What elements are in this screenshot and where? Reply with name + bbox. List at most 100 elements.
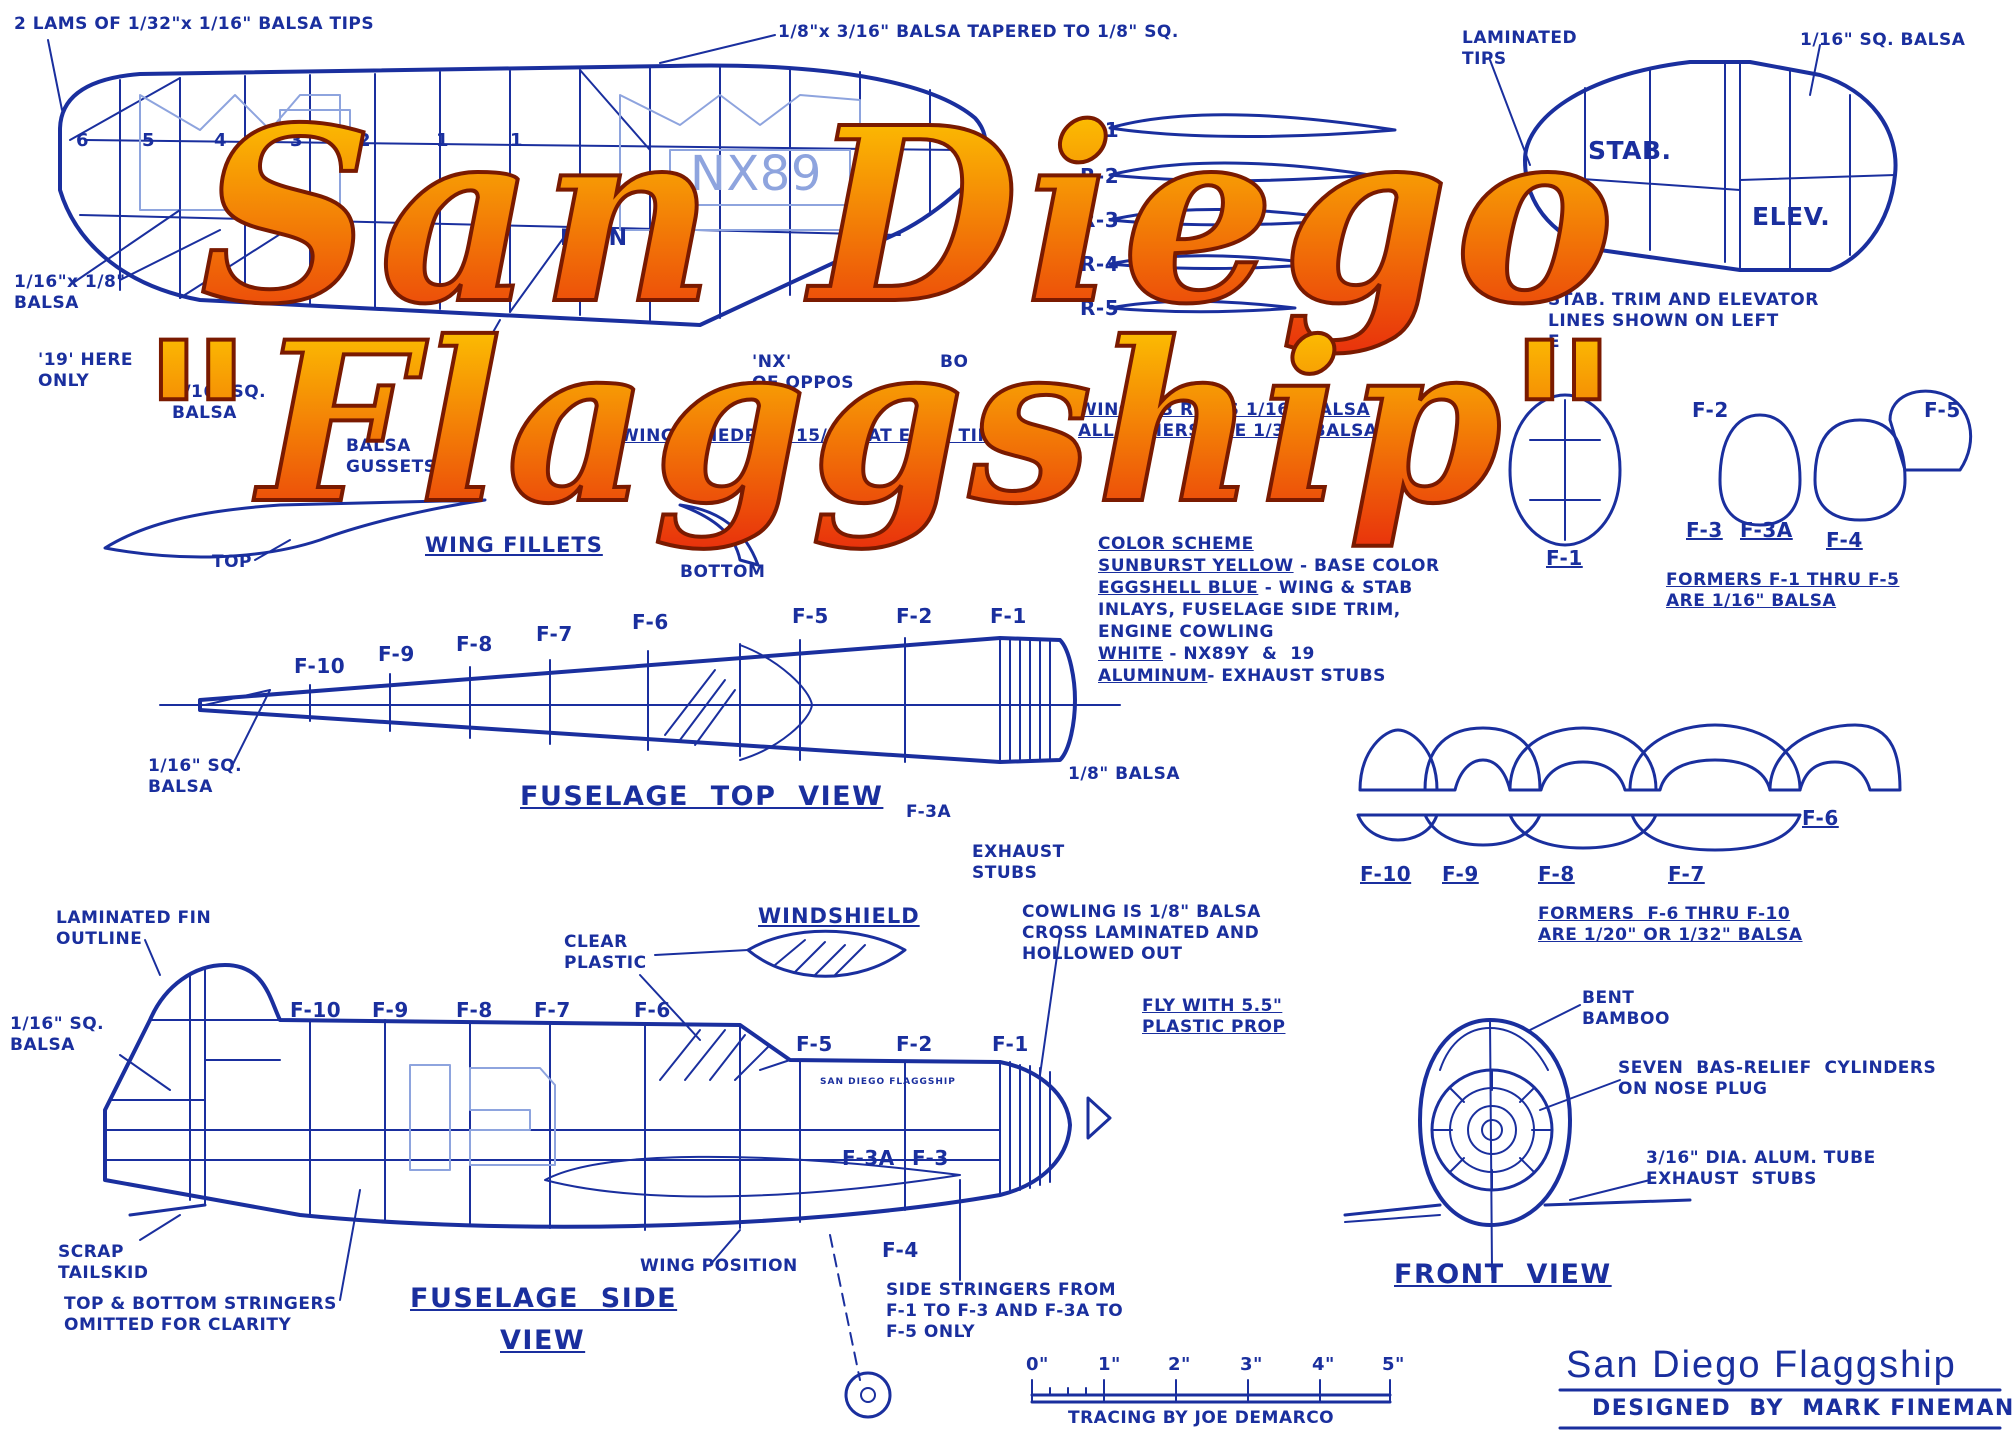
- wing-ribs: [1108, 113, 1397, 314]
- fuselage-top-view: [159, 636, 1121, 771]
- former-label: F-3A: [1740, 518, 1793, 542]
- nameplate: SAN DIEGO FLAGGSHIP: [820, 1077, 956, 1087]
- wing-gussets: BALSA GUSSETS: [346, 436, 437, 477]
- color-scheme-title: COLOR SCHEME: [1098, 534, 1254, 554]
- top-former-label: F-6: [632, 610, 669, 634]
- scale-tick: 3": [1240, 1354, 1263, 1375]
- top-exhaust-note: EXHAUST STUBS: [972, 842, 1065, 883]
- rib-number: 3: [290, 130, 304, 151]
- wing-plan: [58, 63, 988, 327]
- side-fin-note: LAMINATED FIN OUTLINE: [56, 908, 212, 949]
- color-line-3: INLAYS, FUSELAGE SIDE TRIM,: [1098, 600, 1401, 620]
- top-sq-balsa: 1/16" SQ. BALSA: [148, 756, 243, 797]
- formers-front: [1508, 389, 1973, 547]
- rear-former-label: F-8: [1538, 862, 1575, 886]
- side-number: 19: [400, 1060, 404, 1081]
- stab-sq-balsa: 1/16" SQ. BALSA: [1800, 30, 1966, 50]
- wing-position-note: WING POSITION: [640, 1256, 798, 1276]
- rib-number: 2: [358, 130, 372, 151]
- front-view: [1343, 1004, 1692, 1271]
- rib-number: 5: [142, 130, 156, 151]
- side-view-title-2: VIEW: [500, 1325, 586, 1356]
- scale-tick: 2": [1168, 1354, 1191, 1375]
- former-label: F-3: [1686, 518, 1723, 542]
- fuselage-side-view: [103, 934, 1112, 1419]
- top-balsa-note: 1/8" BALSA: [1068, 764, 1180, 784]
- cylinders-note: SEVEN BAS-RELIEF CYLINDERS ON NOSE PLUG: [1618, 1058, 1937, 1099]
- side-former-label: F-8: [456, 998, 493, 1022]
- wing-plan-label: PLAN: [560, 226, 628, 251]
- rib-number: 4: [214, 130, 228, 151]
- rib-label: R-1: [1080, 118, 1120, 142]
- side-former-label: F-7: [534, 998, 571, 1022]
- rib-number: 6: [76, 130, 90, 151]
- cowling-note: COWLING IS 1/8" BALSA CROSS LAMINATED AN…: [1022, 902, 1261, 964]
- fillet-top-label: TOP: [212, 552, 253, 572]
- bo-note: BO: [940, 352, 969, 372]
- rear-former-label: F-10: [1360, 862, 1412, 886]
- top-former-label: F-8: [456, 632, 493, 656]
- top-f3a: F-3A: [906, 802, 952, 822]
- scale-tick: 0": [1026, 1354, 1049, 1375]
- top-former-label: F-9: [378, 642, 415, 666]
- top-former-label: F-2: [896, 604, 933, 628]
- elev-label: ELEV.: [1752, 202, 1831, 231]
- fillet-bottom-label: BOTTOM: [680, 562, 766, 582]
- windshield: [654, 929, 907, 978]
- former-label: F-5: [1924, 398, 1961, 422]
- side-sq-balsa: 1/16" SQ. BALSA: [10, 1014, 105, 1055]
- wing-fillets: [103, 498, 760, 567]
- wing-registration: NX89: [690, 146, 822, 202]
- side-f3a: F-3A: [842, 1146, 895, 1170]
- nineteen-note: '19' HERE ONLY: [38, 350, 134, 391]
- former-label: F-2: [1692, 398, 1729, 422]
- top-former-label: F-1: [990, 604, 1027, 628]
- tube-note: 3/16" DIA. ALUM. TUBE EXHAUST STUBS: [1646, 1148, 1876, 1189]
- rib-label: R-5: [1080, 296, 1120, 320]
- former-label: F-1: [1546, 546, 1583, 570]
- side-f4: F-4: [882, 1238, 919, 1262]
- formers-front-note: FORMERS F-1 THRU F-5 ARE 1/16" BALSA: [1666, 570, 1900, 611]
- top-former-label: F-5: [792, 604, 829, 628]
- rear-former-label: F-6: [1802, 806, 1839, 830]
- windshield-title: WINDSHIELD: [758, 904, 920, 928]
- bamboo-note: BENT BAMBOO: [1582, 988, 1670, 1029]
- stab-laminated-tips: LAMINATED TIPS: [1462, 28, 1578, 69]
- top-former-label: F-7: [536, 622, 573, 646]
- rear-former-label: F-9: [1442, 862, 1479, 886]
- wing-le-note: 1/8"x 3/16" BALSA TAPERED TO 1/8" SQ.: [778, 22, 1179, 42]
- top-view-title: FUSELAGE TOP VIEW: [520, 781, 884, 812]
- wing-dihedral-note: WING DIHEDRAL 15/16" AT EACH TIP: [620, 426, 991, 446]
- top-former-label: F-10: [294, 654, 346, 678]
- side-former-label: F-5: [796, 1032, 833, 1056]
- stab-e: E: [1548, 332, 1561, 352]
- color-line-5: WHITE - NX89Y & 19: [1098, 644, 1315, 664]
- side-view-title-1: FUSELAGE SIDE: [410, 1283, 678, 1314]
- wing-balsa-note: 1/16"x 1/8" BALSA: [14, 272, 126, 313]
- rib-number: 1: [436, 130, 450, 151]
- rib-label: R-3: [1080, 208, 1120, 232]
- front-view-title: FRONT VIEW: [1394, 1259, 1612, 1290]
- stab-label: STAB.: [1588, 136, 1672, 165]
- formers-rear-note: FORMERS F-6 THRU F-10 ARE 1/20" OR 1/32"…: [1538, 904, 1803, 945]
- nx-note: 'NX' OF OPPOS: [752, 352, 855, 393]
- scale-bar: [1030, 1379, 1392, 1404]
- fly-note: FLY WITH 5.5" PLASTIC PROP: [1142, 996, 1286, 1037]
- scale-tick: 4": [1312, 1354, 1335, 1375]
- rib-number: 1: [510, 130, 524, 151]
- scale-tick: 1": [1098, 1354, 1121, 1375]
- title-block-name: San Diego Flaggship: [1566, 1344, 1957, 1386]
- color-line-1: SUNBURST YELLOW - BASE COLOR: [1098, 556, 1440, 576]
- side-f3: F-3: [912, 1146, 949, 1170]
- fillets-title: WING FILLETS: [425, 533, 603, 557]
- side-former-label: F-1: [992, 1032, 1029, 1056]
- rib-note: WING RIB R-1 IS 1/16" BALSA ALL OTHERS A…: [1078, 400, 1378, 441]
- tracing-credit: TRACING BY JOE DEMARCO: [1068, 1408, 1335, 1428]
- color-line-4: ENGINE COWLING: [1098, 622, 1274, 642]
- stab-trim-note: STAB. TRIM AND ELEVATOR LINES SHOWN ON L…: [1548, 290, 1819, 331]
- side-former-label: F-9: [372, 998, 409, 1022]
- side-clear-plastic: CLEAR PLASTIC: [564, 932, 647, 973]
- wing-sq-balsa: 1/16" SQ. BALSA: [172, 382, 267, 423]
- tailskid-note: SCRAP TAILSKID: [58, 1242, 149, 1283]
